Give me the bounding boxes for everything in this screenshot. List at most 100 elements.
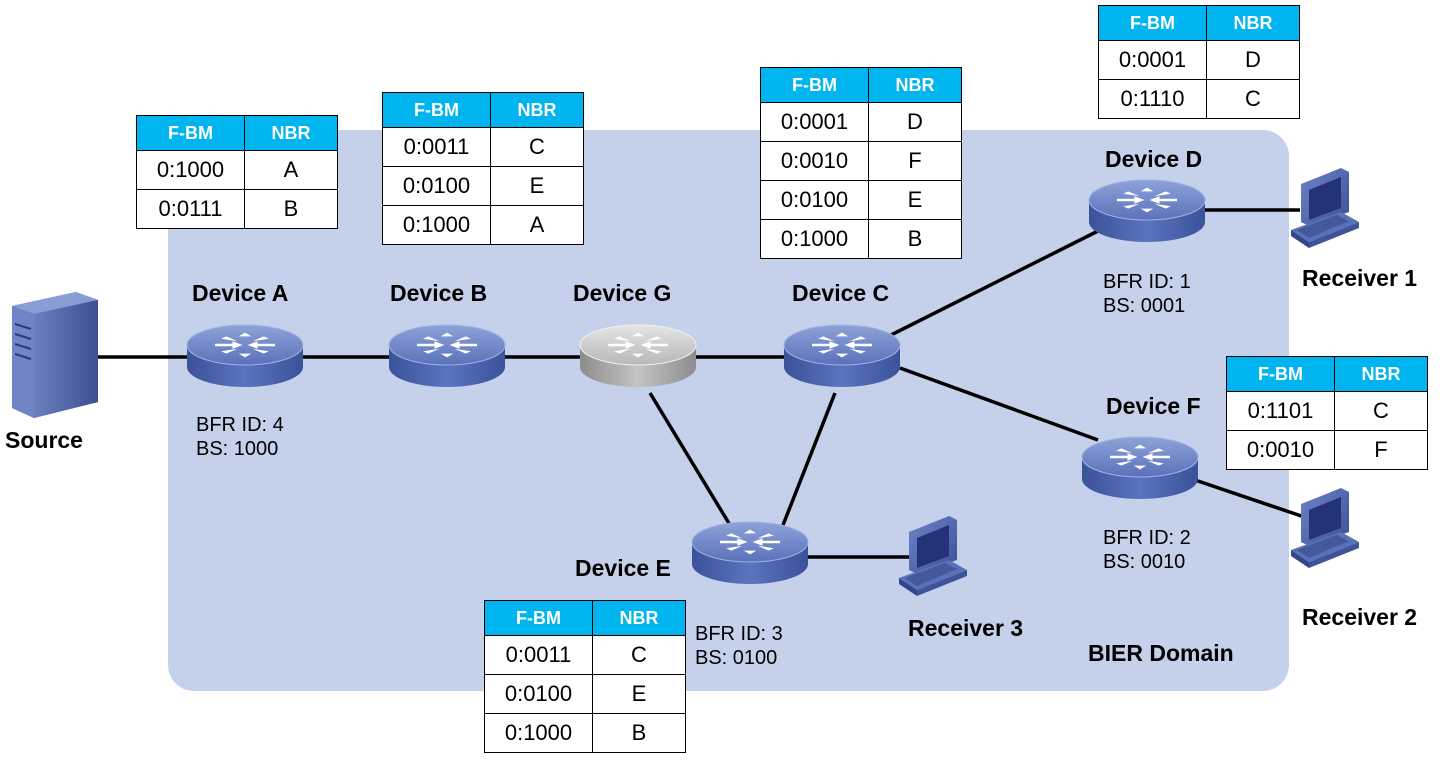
device-c-router-icon bbox=[784, 325, 900, 387]
fbm-cell: 0:0010 bbox=[760, 141, 869, 181]
network-links bbox=[96, 208, 1326, 559]
device-c-label: Device C bbox=[792, 280, 889, 306]
device-e-bfr-id: BFR ID: 3 bbox=[695, 623, 783, 645]
fbm-column-header: F-BM bbox=[1226, 356, 1335, 392]
table-header-row: F-BM NBR bbox=[136, 115, 338, 151]
bier-domain-label: BIER Domain bbox=[1088, 640, 1234, 666]
table-header-row: F-BM NBR bbox=[382, 92, 584, 128]
nbr-cell: E bbox=[490, 166, 584, 206]
fbm-cell: 0:0111 bbox=[136, 189, 245, 229]
fbm-cell: 0:1000 bbox=[382, 205, 491, 245]
fbm-cell: 0:0100 bbox=[760, 180, 869, 220]
fbm-cell: 0:1000 bbox=[760, 219, 869, 259]
bier-domain-region bbox=[168, 130, 1289, 691]
nbr-cell: F bbox=[1334, 430, 1428, 470]
fbm-cell: 0:0100 bbox=[484, 674, 593, 714]
link-c-d bbox=[884, 228, 1101, 340]
device-e-label: Device E bbox=[575, 555, 671, 581]
device-d-bfr-id: BFR ID: 1 bbox=[1103, 271, 1191, 293]
device-d-bs: BS: 0001 bbox=[1103, 295, 1185, 317]
device-g-router-icon bbox=[580, 325, 696, 387]
nbr-column-header: NBR bbox=[592, 600, 686, 636]
fbm-cell: 0:1110 bbox=[1098, 79, 1207, 119]
fbm-cell: 0:0010 bbox=[1226, 430, 1335, 470]
fbm-cell: 0:0011 bbox=[484, 635, 593, 675]
device-f-router-icon bbox=[1082, 437, 1198, 499]
fbm-cell: 0:0001 bbox=[1098, 40, 1207, 80]
nbr-column-header: NBR bbox=[1334, 356, 1428, 392]
device-e-bs: BS: 0100 bbox=[695, 647, 777, 669]
fbm-column-header: F-BM bbox=[760, 67, 869, 103]
fbm-cell: 0:1000 bbox=[136, 150, 245, 190]
nbr-cell: C bbox=[490, 127, 584, 167]
nbr-cell: B bbox=[244, 189, 338, 229]
fbm-cell: 0:1101 bbox=[1226, 391, 1335, 431]
device-d-label: Device D bbox=[1105, 146, 1202, 172]
receiver-2-label: Receiver 2 bbox=[1302, 604, 1417, 630]
nbr-cell: E bbox=[592, 674, 686, 714]
link-c-f bbox=[899, 366, 1099, 442]
device-f-label: Device F bbox=[1106, 393, 1201, 419]
table-header-row: F-BM NBR bbox=[1098, 5, 1300, 41]
receiver-1-label: Receiver 1 bbox=[1302, 265, 1417, 291]
fbm-cell: 0:0001 bbox=[760, 102, 869, 142]
receiver-3-label: Receiver 3 bbox=[908, 615, 1023, 641]
device-a-bs: BS: 1000 bbox=[196, 438, 278, 460]
nbr-column-header: NBR bbox=[1206, 5, 1300, 41]
nbr-column-header: NBR bbox=[868, 67, 962, 103]
fbm-column-header: F-BM bbox=[136, 115, 245, 151]
nbr-column-header: NBR bbox=[244, 115, 338, 151]
device-b-label: Device B bbox=[390, 280, 487, 306]
nbr-column-header: NBR bbox=[490, 92, 584, 128]
nbr-cell: B bbox=[592, 713, 686, 753]
nbr-cell: F bbox=[868, 141, 962, 181]
fbm-cell: 0:1000 bbox=[484, 713, 593, 753]
table-header-row: F-BM NBR bbox=[1226, 356, 1428, 392]
device-f-bfr-id: BFR ID: 2 bbox=[1103, 527, 1191, 549]
nbr-cell: A bbox=[244, 150, 338, 190]
device-e-router-icon bbox=[692, 522, 808, 584]
device-a-label: Device A bbox=[192, 280, 288, 306]
fbm-column-header: F-BM bbox=[1098, 5, 1207, 41]
device-g-label: Device G bbox=[573, 280, 671, 306]
receiver-1-pc-icon bbox=[1291, 168, 1359, 248]
nbr-cell: C bbox=[1206, 79, 1300, 119]
device-d-router-icon bbox=[1089, 180, 1205, 242]
nbr-cell: D bbox=[1206, 40, 1300, 80]
table-header-row: F-BM NBR bbox=[760, 67, 962, 103]
source-server-icon bbox=[12, 292, 98, 418]
nbr-cell: C bbox=[592, 635, 686, 675]
fbm-cell: 0:0100 bbox=[382, 166, 491, 206]
link-g-e bbox=[648, 392, 732, 526]
nbr-cell: D bbox=[868, 102, 962, 142]
source-label: Source bbox=[5, 427, 83, 453]
receiver-2-pc-icon bbox=[1291, 488, 1359, 568]
nbr-cell: C bbox=[1334, 391, 1428, 431]
fbm-column-header: F-BM bbox=[382, 92, 491, 128]
nbr-cell: E bbox=[868, 180, 962, 220]
device-b-router-icon bbox=[389, 325, 505, 387]
nbr-cell: A bbox=[490, 205, 584, 245]
device-a-router-icon bbox=[187, 325, 303, 387]
fbm-cell: 0:0011 bbox=[382, 127, 491, 167]
